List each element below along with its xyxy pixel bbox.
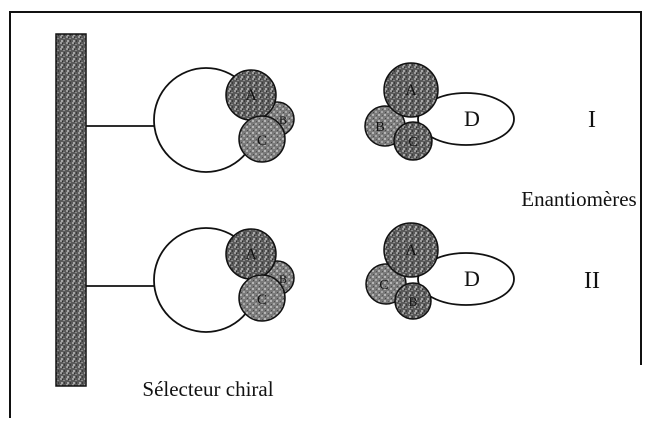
- label-a: A: [405, 242, 417, 259]
- site-c-ball: [238, 115, 286, 163]
- label-c: C: [379, 278, 388, 293]
- row-label-1: I: [588, 107, 596, 133]
- label-c: C: [257, 292, 267, 308]
- label-d: D: [464, 106, 480, 131]
- label-b: B: [279, 113, 287, 127]
- group-b-ball: [394, 282, 432, 320]
- group-d-ellipse: [417, 92, 515, 146]
- group-c-ball: [393, 121, 433, 161]
- group-a-ball: [383, 62, 439, 118]
- enantiomers-label: Enantiomères: [521, 187, 636, 211]
- label-c: C: [408, 135, 417, 150]
- label-a: A: [405, 82, 417, 99]
- enantiomer-1: A B C D: [364, 62, 515, 161]
- label-a: A: [245, 87, 257, 104]
- selector-unit-2: A B C: [86, 227, 295, 333]
- group-d-ellipse: [417, 252, 515, 306]
- enantiomer-2: A C B D: [365, 222, 515, 320]
- label-b: B: [375, 120, 384, 135]
- selector-label: Sélecteur chiral: [142, 377, 273, 401]
- label-c: C: [257, 133, 267, 149]
- label-a: A: [245, 246, 257, 263]
- frame: [9, 11, 642, 418]
- label-d: D: [464, 266, 480, 291]
- label-b: B: [409, 294, 418, 309]
- stationary-phase-bar: [55, 33, 87, 387]
- selector-unit-1: A B C: [86, 67, 295, 173]
- label-b: B: [279, 272, 287, 286]
- site-c-ball: [238, 274, 286, 322]
- group-a-ball: [383, 222, 439, 278]
- row-label-2: II: [584, 268, 600, 294]
